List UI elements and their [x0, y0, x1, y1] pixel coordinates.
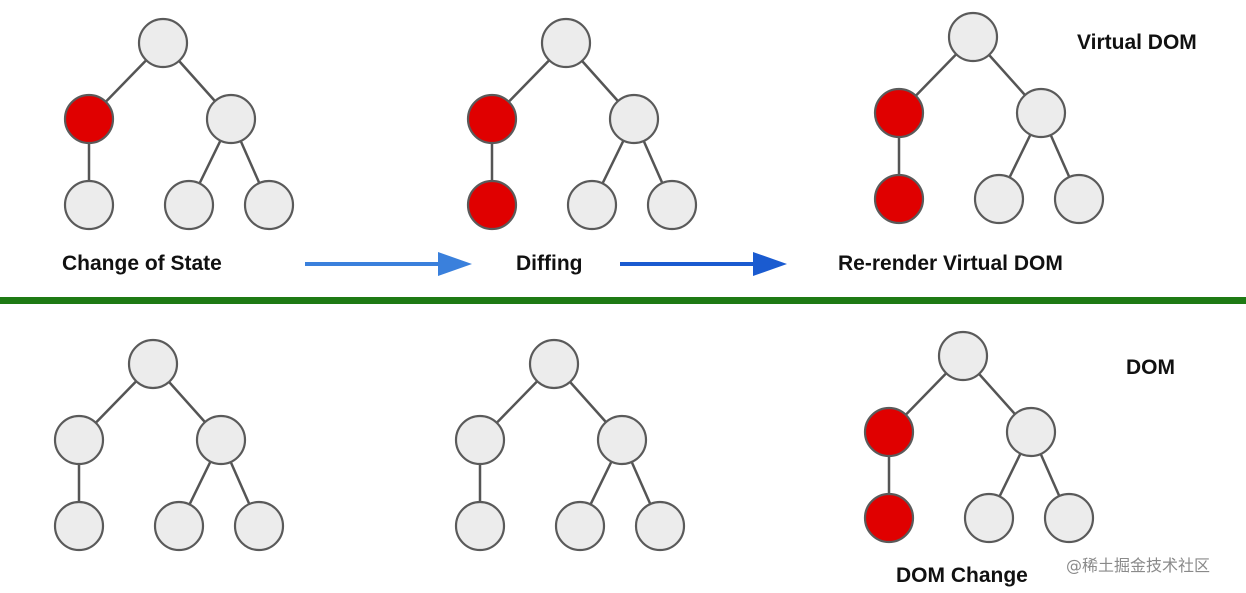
virtual-tree-diffing [466, 17, 698, 231]
tree-node-left-changed [63, 93, 115, 145]
tree-node-root [540, 17, 592, 69]
dom-tree-2 [454, 338, 686, 552]
tree-node-right-child-a [554, 500, 606, 552]
tree-node-right-child-a [566, 179, 618, 231]
dom-tree-dom-change [863, 330, 1095, 544]
trees-layer [53, 11, 1105, 552]
tree-node-right-child-a [163, 179, 215, 231]
dom-tree-1 [53, 338, 285, 552]
diffing-label: Diffing [516, 252, 582, 275]
rerender-label: Re-render Virtual DOM [838, 252, 1063, 275]
tree-node-root [947, 11, 999, 63]
tree-node-right-child-b [646, 179, 698, 231]
virtual-tree-change-of-state [63, 17, 295, 231]
tree-node-right-child-b [634, 500, 686, 552]
diffing-to-rerender-arrow [620, 252, 787, 276]
tree-node-right-child-b [1043, 492, 1095, 544]
tree-node-right [205, 93, 257, 145]
tree-node-right-child-b [233, 500, 285, 552]
tree-node-right [195, 414, 247, 466]
tree-node-right-child-a [963, 492, 1015, 544]
dom-heading: DOM [1126, 356, 1175, 379]
watermark-text: @稀土掘金技术社区 [1066, 556, 1210, 575]
tree-node-left [454, 414, 506, 466]
virtual-tree-rerender [873, 11, 1105, 225]
tree-node-root [528, 338, 580, 390]
tree-node-left-child-changed [466, 179, 518, 231]
tree-node-root [937, 330, 989, 382]
tree-node-left-changed [466, 93, 518, 145]
tree-node-right-child-a [153, 500, 205, 552]
tree-node-left-child-changed [873, 173, 925, 225]
virtual-dom-heading: Virtual DOM [1077, 31, 1197, 54]
tree-node-right [608, 93, 660, 145]
tree-node-left-child [63, 179, 115, 231]
tree-node-right [596, 414, 648, 466]
tree-node-left-child [53, 500, 105, 552]
state-to-diffing-arrow [305, 252, 472, 276]
tree-node-root [137, 17, 189, 69]
tree-node-left-changed [873, 87, 925, 139]
tree-node-left-changed [863, 406, 915, 458]
tree-node-left-child [454, 500, 506, 552]
tree-node-right-child-b [243, 179, 295, 231]
tree-node-right [1015, 87, 1067, 139]
tree-node-root [127, 338, 179, 390]
tree-node-right-child-b [1053, 173, 1105, 225]
change-of-state-label: Change of State [62, 252, 222, 275]
tree-node-left-child-changed [863, 492, 915, 544]
dom-change-label: DOM Change [896, 564, 1028, 587]
tree-node-right [1005, 406, 1057, 458]
tree-node-right-child-a [973, 173, 1025, 225]
tree-node-left [53, 414, 105, 466]
section-divider [0, 297, 1246, 304]
